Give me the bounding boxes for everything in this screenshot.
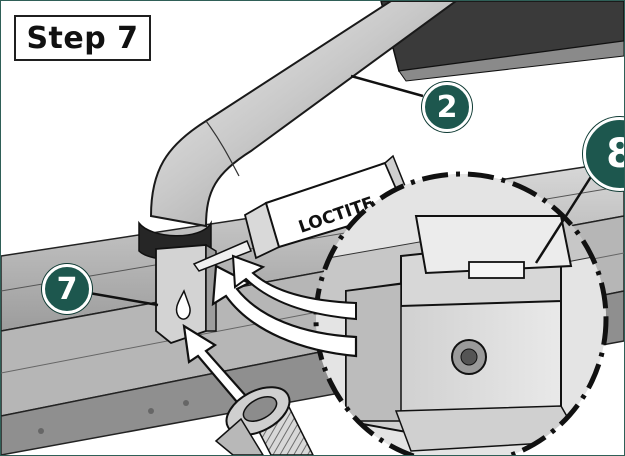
leader-line-8: [534, 160, 603, 264]
curved-direction-arrow: [211, 264, 358, 358]
inset-border: [313, 171, 609, 455]
bolt: [214, 386, 314, 455]
roof-panel-edge: [398, 40, 624, 82]
loctite-tube: LOCTITE: [192, 154, 414, 272]
step-label: Step 7: [14, 15, 151, 61]
callout-7: 7: [42, 264, 92, 314]
callout-2: 2: [422, 82, 472, 132]
curved-direction-arrow-2: [231, 254, 357, 321]
leader-line-7: [88, 291, 159, 307]
adhesive-drop: [175, 289, 191, 320]
leader-line-2: [350, 74, 424, 98]
insertion-arrow: [182, 323, 248, 404]
detail-inset: [313, 171, 609, 455]
clip-slot: [468, 261, 525, 279]
clip-top-flange: [414, 215, 573, 275]
